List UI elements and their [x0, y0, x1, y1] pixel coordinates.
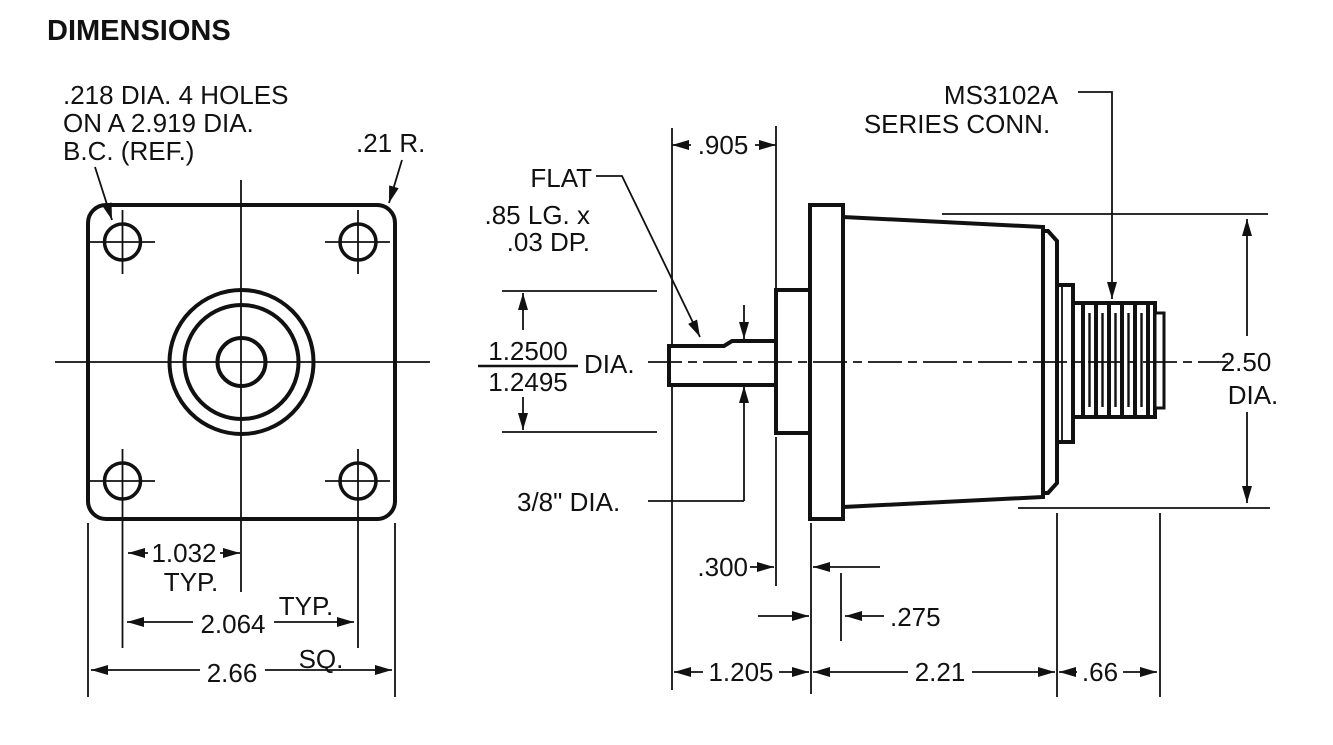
shaft-hole-circle — [215, 336, 268, 388]
pilot-boss-circle — [167, 288, 316, 436]
flange-outline — [86, 203, 397, 521]
hole-note-line1: .218 DIA. 4 HOLES — [63, 80, 288, 110]
flat-note-line1: FLAT — [530, 163, 592, 193]
bolt-hole — [102, 222, 143, 262]
flange-size-sq: SQ. — [299, 644, 344, 674]
shaft — [667, 339, 778, 387]
body-dia-value: 2.50 — [1221, 347, 1272, 377]
connector-label-line2: SERIES CONN. — [864, 109, 1050, 139]
flat-note-line2: .85 LG. x — [485, 200, 591, 230]
hole-note-line3: B.C. (REF.) — [63, 136, 194, 166]
side-extension-lines — [478, 126, 1270, 697]
pilot-dia-max: 1.2500 — [488, 336, 568, 366]
pilot-length-dim: .300 — [697, 552, 748, 582]
hole-note-line2: ON A 2.919 DIA. — [63, 108, 254, 138]
flange-size-dim: 2.66 — [207, 658, 258, 688]
text-plate — [908, 660, 972, 684]
leader-hole-note — [94, 166, 113, 221]
hole-offset-typ: TYP. — [164, 567, 218, 597]
leader-corner-radius — [388, 159, 403, 204]
connector-end-cap — [1153, 311, 1166, 410]
front-dimension-lines — [91, 159, 403, 675]
shaft-extension-dim: .905 — [698, 130, 749, 160]
text-plate — [691, 133, 755, 157]
pilot-dia-label: DIA. — [584, 349, 635, 379]
bolt-hole — [338, 222, 378, 262]
leader-connector — [1078, 91, 1117, 299]
thread-ribs — [1081, 303, 1150, 417]
body-length-dim: 2.21 — [915, 657, 966, 687]
text-plate — [148, 540, 220, 565]
connector-collar — [1055, 283, 1075, 444]
leader-flat — [596, 175, 701, 338]
text-plate — [1077, 660, 1123, 684]
connector-length-dim: .66 — [1082, 657, 1118, 687]
pilot-dia-min: 1.2495 — [488, 367, 568, 397]
bolt-hole — [102, 461, 143, 501]
hole-spacing-typ: TYP. — [279, 591, 333, 621]
front-view: .218 DIA. 4 HOLES ON A 2.919 DIA. B.C. (… — [55, 80, 430, 697]
page-title: DIMENSIONS — [47, 15, 231, 47]
hub-circle — [182, 303, 301, 421]
shaft-to-flange-dim: 1.205 — [708, 657, 773, 687]
text-plate — [200, 659, 265, 684]
text-plate — [193, 610, 274, 635]
side-view: FLAT .85 LG. x .03 DP. .905 MS3102A SERI… — [478, 80, 1278, 697]
hole-offset-dim: 1.032 — [151, 538, 216, 568]
flat-note-line3: .03 DP. — [507, 227, 590, 257]
flange-thickness-dim: .275 — [890, 602, 941, 632]
hole-spacing-dim: 2.064 — [200, 609, 265, 639]
bolt-hole — [338, 461, 378, 501]
front-centerlines — [55, 180, 430, 697]
text-plate — [703, 660, 779, 684]
shaft-dia-label: 3/8" DIA. — [517, 487, 620, 517]
body-dia-label: DIA. — [1228, 380, 1279, 410]
connector-label-line1: MS3102A — [944, 80, 1059, 110]
corner-radius-label: .21 R. — [356, 128, 425, 158]
